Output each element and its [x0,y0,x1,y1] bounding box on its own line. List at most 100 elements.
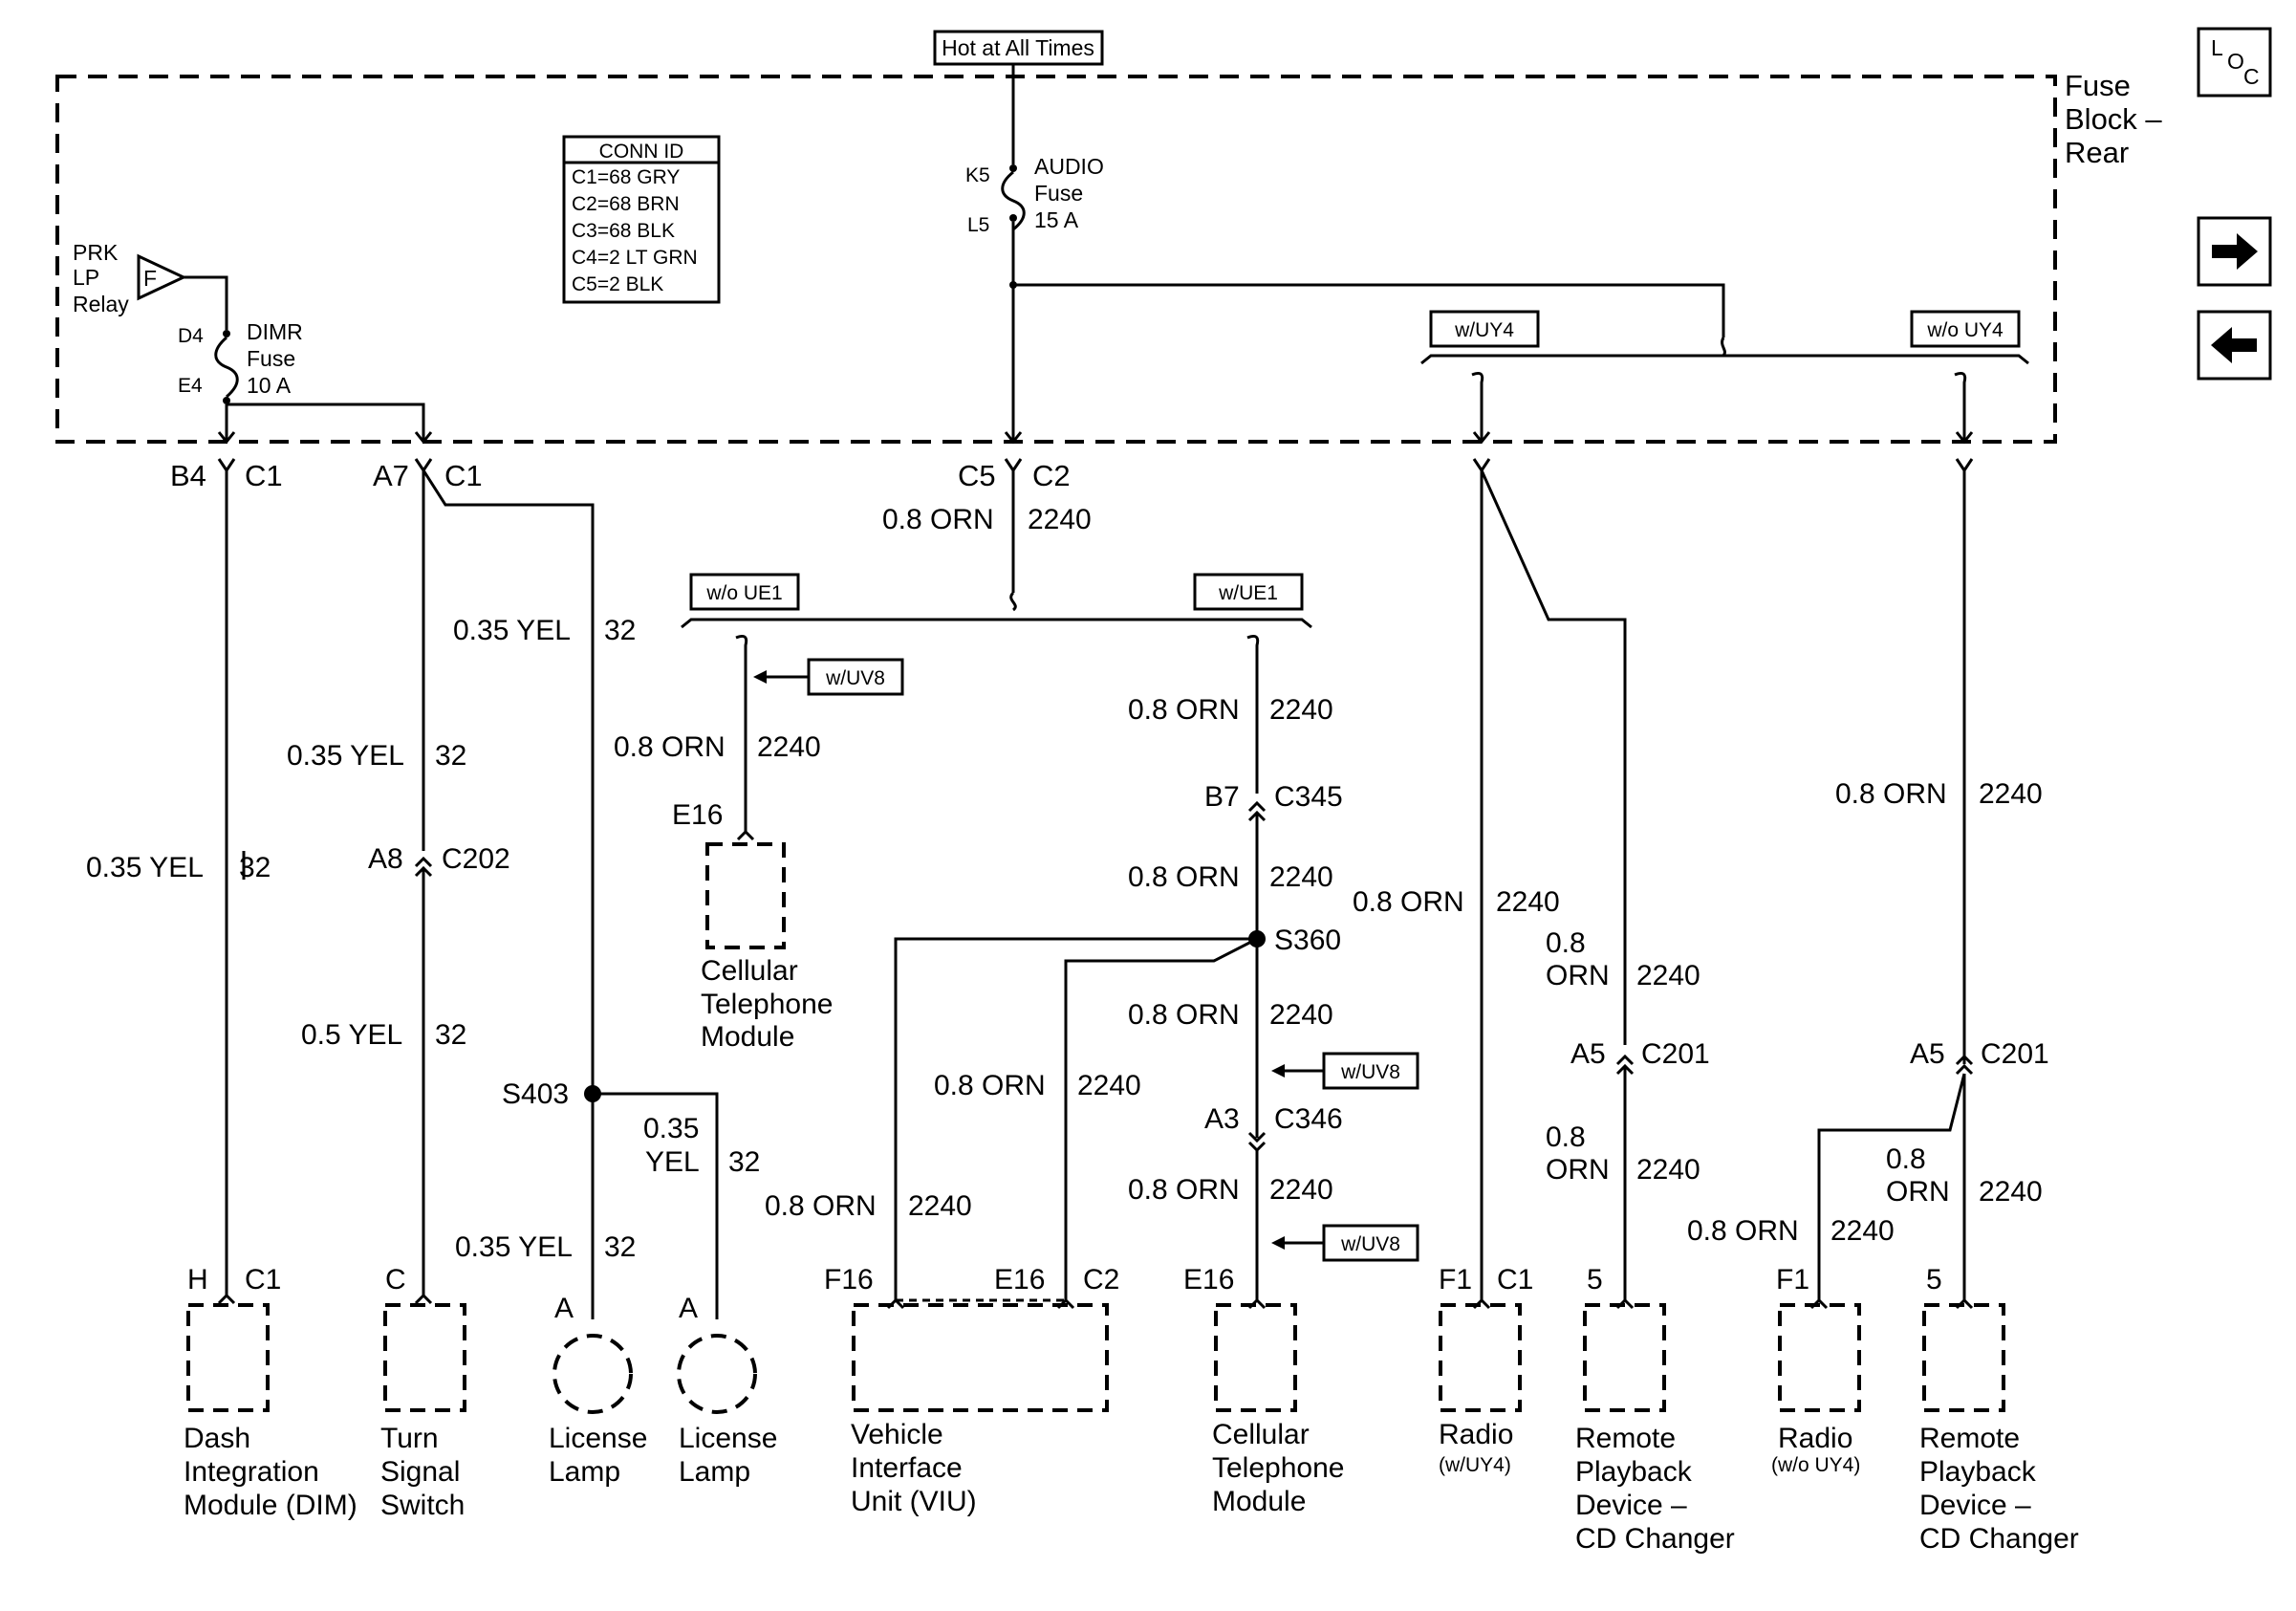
wire-wo-uy4-color: 0.8 ORN [1835,778,1947,810]
conn-c201-cd1: C201 [1641,1038,1710,1070]
cell2-label-1: Cellular [1212,1419,1310,1450]
pin-turn-c: C [385,1264,406,1295]
pin-dim-h: H [187,1264,208,1295]
svg-text:D4: D4 [178,325,204,347]
viu-label-1: Vehicle [851,1419,943,1450]
dimr-fuse: D4 E4 DIMR Fuse 10 A [178,319,303,404]
wire-s360-circuit: 2240 [1269,999,1333,1031]
option-w-uv8-3-label: w/UV8 [1340,1233,1400,1255]
wire-s403-color: 0.35 YEL [453,615,571,646]
svg-text:C3=68 BLK: C3=68 BLK [572,220,675,242]
svg-text:C1=68 GRY: C1=68 GRY [572,166,680,188]
wire-viu-f16-circuit: 2240 [908,1190,972,1222]
cell2-label-3: Module [1212,1486,1306,1517]
radio-wo-label: Radio [1778,1423,1852,1454]
conn-b4: B4 [170,459,206,492]
wire-audio-circuit: 2240 [1028,504,1092,535]
wire-s403-circuit: 32 [604,615,636,646]
option-w-ue1-label: w/UE1 [1218,582,1278,604]
wire-ue1-color: 0.8 ORN [1128,694,1240,726]
cellular-telephone-module-2 [1214,1303,1297,1412]
conn-c202: C202 [442,843,510,875]
option-w-uy4-label: w/UY4 [1454,319,1514,341]
turn-label-1: Turn [380,1423,439,1454]
pin-radio-w-c1: C1 [1497,1264,1533,1295]
option-w-uv8-3 [1322,1224,1419,1262]
conn-id-table: CONN ID C1=68 GRY C2=68 BRN C3=68 BLK C4… [562,135,721,304]
wire-ue1-circuit: 2240 [1269,694,1333,726]
option-w-uy4 [1429,310,1540,348]
cell1-label-2: Telephone [701,989,833,1020]
option-w-uv8-1 [807,658,904,696]
conn-c5: C5 [958,459,996,492]
next-button[interactable] [2197,216,2272,287]
pin-lic1-a: A [554,1293,574,1324]
svg-text:E4: E4 [178,375,203,397]
previous-button[interactable] [2197,310,2272,381]
lic2-label-2: Lamp [679,1456,750,1488]
fuse-block-outline [55,75,2057,444]
wire-viu-f16-color: 0.8 ORN [765,1190,877,1222]
wire-c345-color: 0.8 ORN [1128,861,1240,893]
conn-c1-a7: C1 [444,459,483,492]
vehicle-interface-unit [852,1298,1109,1412]
wire-cd2-size: 0.8 [1886,1143,1926,1175]
wire-s360-color: 0.8 ORN [1128,999,1240,1031]
dash-integration-module [186,1303,270,1412]
cd2-label-3: Device – [1919,1490,2031,1521]
conn-c1-b4: C1 [245,459,283,492]
svg-text:C5=2 BLK: C5=2 BLK [572,273,663,295]
fuse-block-label-1: Fuse [2065,69,2131,102]
cell1-label-1: Cellular [701,955,798,987]
svg-text:Fuse: Fuse [247,346,295,371]
hot-at-all-times-box [933,30,1104,66]
cd1-label-2: Playback [1575,1456,1693,1488]
conn-a8: A8 [368,843,403,875]
conn-a5-cd1: A5 [1570,1038,1606,1070]
cell2-label-2: Telephone [1212,1452,1344,1484]
fuse-block-label-3: Rear [2065,136,2129,169]
wire-radio-w-color: 0.8 ORN [1353,886,1464,918]
wire-dim-circuit: 32 [239,852,271,883]
wire-cd2-circuit: 2240 [1979,1176,2043,1208]
option-wo-uy4-label: w/o UY4 [1926,319,2004,341]
wire-lic2-size: 0.35 [643,1113,699,1144]
cell1-label-3: Module [701,1021,794,1053]
prk-lp-relay: PRK LP Relay F [73,240,228,330]
cd1-label-4: CD Changer [1575,1523,1735,1555]
loc-button[interactable]: L O C [2197,27,2272,98]
svg-text:C4=2 LT GRN: C4=2 LT GRN [572,247,698,269]
wire-cd1-size-1: 0.8 [1546,927,1586,959]
wire-cd2-color: ORN [1886,1176,1950,1208]
terminal-arrows [217,1293,1974,1310]
cd2-label-1: Remote [1919,1423,2020,1454]
radio-w-label: Radio [1439,1419,1513,1450]
lic1-label-2: Lamp [549,1456,620,1488]
turn-label-3: Switch [380,1490,465,1521]
wire-cd1-circuit-2: 2240 [1636,1154,1700,1186]
wire-cd1-size-2: 0.8 [1546,1121,1586,1153]
pin-cd2-5: 5 [1926,1264,1942,1295]
wire-radio-wo-color: 0.8 ORN [1687,1215,1799,1247]
wire-viu-e16-circuit: 2240 [1077,1070,1141,1101]
wire-c346-circuit: 2240 [1269,1174,1333,1206]
hot-at-all-times-label: Hot at All Times [942,35,1094,60]
svg-text:CONN ID: CONN ID [599,141,684,163]
pin-viu-e16: E16 [994,1264,1045,1295]
viu-label-3: Unit (VIU) [851,1486,977,1517]
conn-c201-cd2: C201 [1981,1038,2049,1070]
svg-text:K5: K5 [965,164,990,186]
option-w-uv8-1-label: w/UV8 [825,667,885,689]
option-wo-uy4 [1910,310,2021,348]
pin-lic2-a: A [679,1293,698,1324]
radio-w-option: (w/UY4) [1439,1454,1511,1476]
conn-c2-audio: C2 [1032,459,1071,492]
pin-dim-c1: C1 [245,1264,281,1295]
svg-text:LP: LP [73,265,99,290]
svg-text:F: F [143,266,157,291]
wire-lic2-circuit: 32 [728,1146,760,1178]
conn-a7: A7 [373,459,409,492]
pin-cell2-e16: E16 [1183,1264,1234,1295]
svg-text:C: C [2243,64,2260,89]
